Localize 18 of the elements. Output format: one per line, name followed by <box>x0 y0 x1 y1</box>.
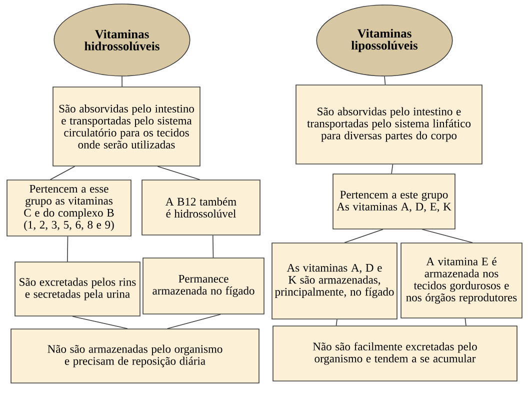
text-box: São absorvidas pelo intestino e transportadas pelo sistema linfático para diversas partes do corpo <box>296 84 482 164</box>
text-box: Não são armazenadas pelo organismo e precisam de reposição diária <box>10 328 260 384</box>
connector-line <box>336 319 338 326</box>
text-box: Pertencem a este grupo As vitaminas A, D, E, K <box>332 174 456 230</box>
text-box: A vitamina E é armazenada nos tecidos gordurosos e nos órgãos reprodutores <box>400 242 522 318</box>
connector-line <box>50 166 76 180</box>
text-box: Permanece armazenada no fígado <box>142 258 264 314</box>
connector-line <box>384 76 386 85</box>
text-box: São absorvidas pelo intestino e transportadas pelo sistema circulatório para os tecidos onde serão utilizadas <box>52 86 200 166</box>
text-box: Pertencem a esse grupo as vitaminas C e do complexo B (1, 2, 3, 5, 6, 8 e 9) <box>6 180 132 236</box>
connector-line <box>212 235 214 258</box>
text-box: Não são facilmente excretadas pelo organismo e tendem a se acumular <box>272 326 518 382</box>
text-box: São excretadas pelos rins e secretadas pela urina <box>14 262 140 316</box>
connector-line <box>67 236 68 262</box>
text-box: As vitaminas A, D e K são armazenadas, principalmente, no fígado <box>272 242 398 320</box>
connector-line <box>391 164 394 174</box>
text-box: A B12 também é hidrossolúvel <box>142 180 260 236</box>
connector-line <box>464 318 466 326</box>
